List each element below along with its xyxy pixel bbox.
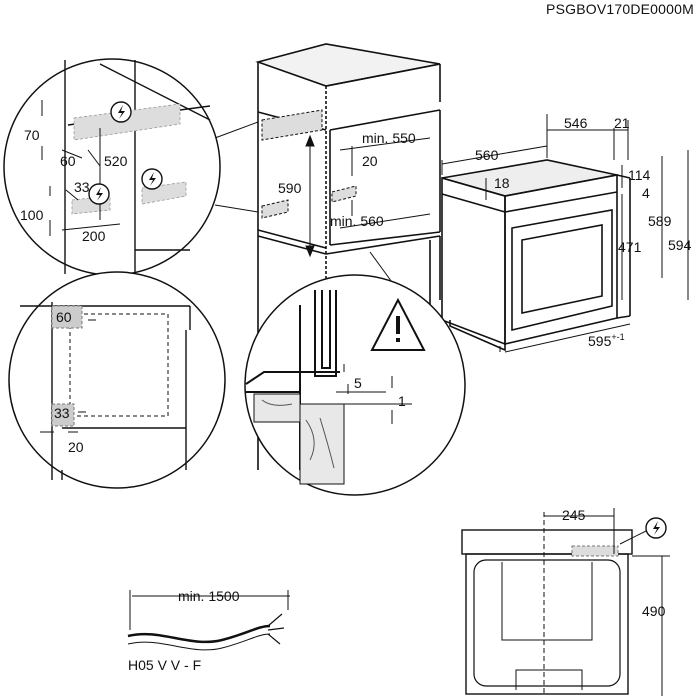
cabinet-dashed-vents — [261, 109, 357, 219]
dim-detail-33: 33 — [74, 179, 90, 195]
dim-oven-560: 560 — [475, 147, 499, 163]
electric-hazard-icon — [110, 101, 132, 123]
dim-oven-595: 595+-1 — [588, 332, 625, 349]
dim-oven-471: 471 — [618, 239, 642, 255]
dim-cabinet-590: 590 — [278, 180, 302, 196]
oven-door — [511, 209, 613, 332]
dim-gap-1: 1 — [398, 393, 406, 409]
detail-circle-cutout: 60 33 20 — [8, 271, 226, 489]
document-code: PSGBOV170DE0000M — [546, 1, 694, 17]
electric-hazard-icon — [141, 168, 163, 190]
dim-oven-18: 18 — [494, 175, 510, 191]
oven-group — [441, 159, 631, 352]
dim-oven-21: 21 — [614, 115, 630, 131]
dim-detail-70: 70 — [24, 127, 40, 143]
detail-circle-gap: 5 1 — [244, 274, 466, 496]
dim-cutout-33: 33 — [54, 405, 70, 421]
dim-detail-60: 60 — [60, 153, 76, 169]
dim-rear-245: 245 — [562, 507, 586, 523]
dim-oven-595-value: 595 — [588, 333, 612, 349]
dim-cabinet-min560: min. 560 — [330, 213, 384, 229]
rear-view-group — [461, 508, 670, 696]
dim-oven-546: 546 — [564, 115, 588, 131]
cable-type: H05 V V - F — [128, 657, 201, 673]
dim-detail-100: 100 — [20, 207, 44, 223]
cabinet-top — [255, 43, 441, 87]
dim-gap-5: 5 — [354, 375, 362, 391]
dim-rear-490: 490 — [642, 603, 666, 619]
power-cable — [127, 624, 271, 644]
dim-oven-114: 114 — [628, 167, 651, 183]
dim-cutout-60: 60 — [56, 309, 72, 325]
cable-group: min. 1500 H05 V V - F — [127, 588, 290, 673]
dim-oven-594: 594 — [668, 237, 692, 253]
oven-dims — [441, 114, 689, 353]
dim-cutout-20: 20 — [68, 439, 84, 455]
oven-window — [521, 224, 603, 314]
cabinet-dims — [305, 134, 431, 258]
electric-hazard-icon — [88, 183, 110, 205]
dim-detail-200: 200 — [82, 228, 106, 244]
dim-detail-520: 520 — [104, 153, 128, 169]
dim-oven-4: 4 — [642, 185, 650, 201]
cable-length: min. 1500 — [178, 588, 240, 604]
dim-cabinet-min550: min. 550 — [362, 130, 416, 146]
dim-cabinet-20: 20 — [362, 153, 378, 169]
detail-circle-top: 70 60 520 33 100 200 — [3, 58, 221, 276]
dim-oven-595-tolerance: +-1 — [611, 332, 624, 342]
dim-oven-589: 589 — [648, 213, 672, 229]
electric-hazard-icon — [645, 517, 667, 539]
